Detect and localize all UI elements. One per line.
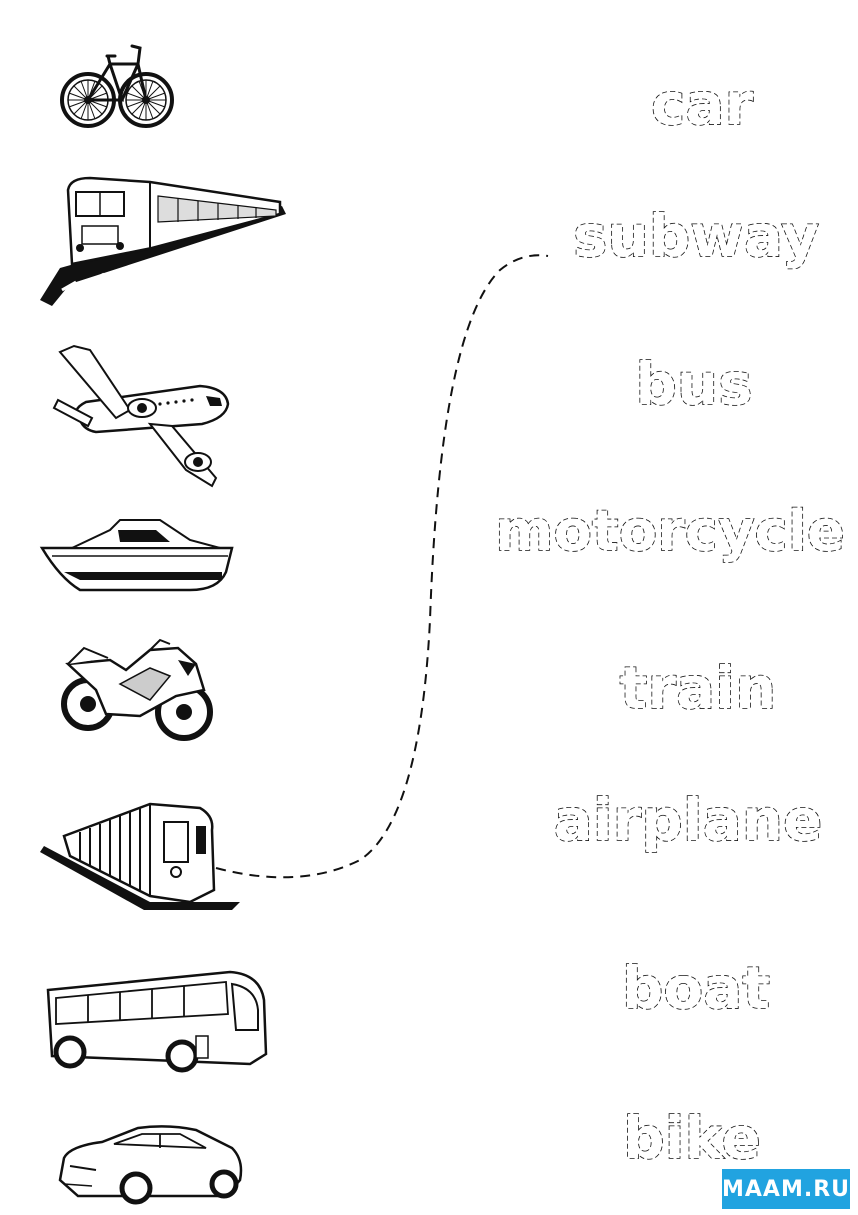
watermark-logo: MAAM.RU	[722, 1169, 850, 1209]
word-boat: boat	[622, 954, 770, 1022]
word-train: train	[620, 654, 777, 722]
train-icon	[40, 176, 286, 306]
word-bike: bike	[623, 1104, 761, 1172]
word-motorcycle: motorcycle	[495, 499, 845, 564]
bicycle-icon	[60, 44, 174, 128]
word-bus: bus	[635, 350, 752, 418]
word-airplane: airplane	[554, 786, 823, 854]
word-car: car	[651, 70, 754, 138]
bus-icon	[46, 970, 268, 1073]
motorcycle-icon	[61, 638, 213, 741]
airplane-icon	[52, 344, 230, 488]
boat-icon	[39, 519, 234, 592]
word-subway: subway	[573, 202, 819, 270]
subway-icon	[40, 802, 240, 910]
car-icon	[58, 1125, 243, 1205]
example-match-line	[215, 254, 549, 879]
